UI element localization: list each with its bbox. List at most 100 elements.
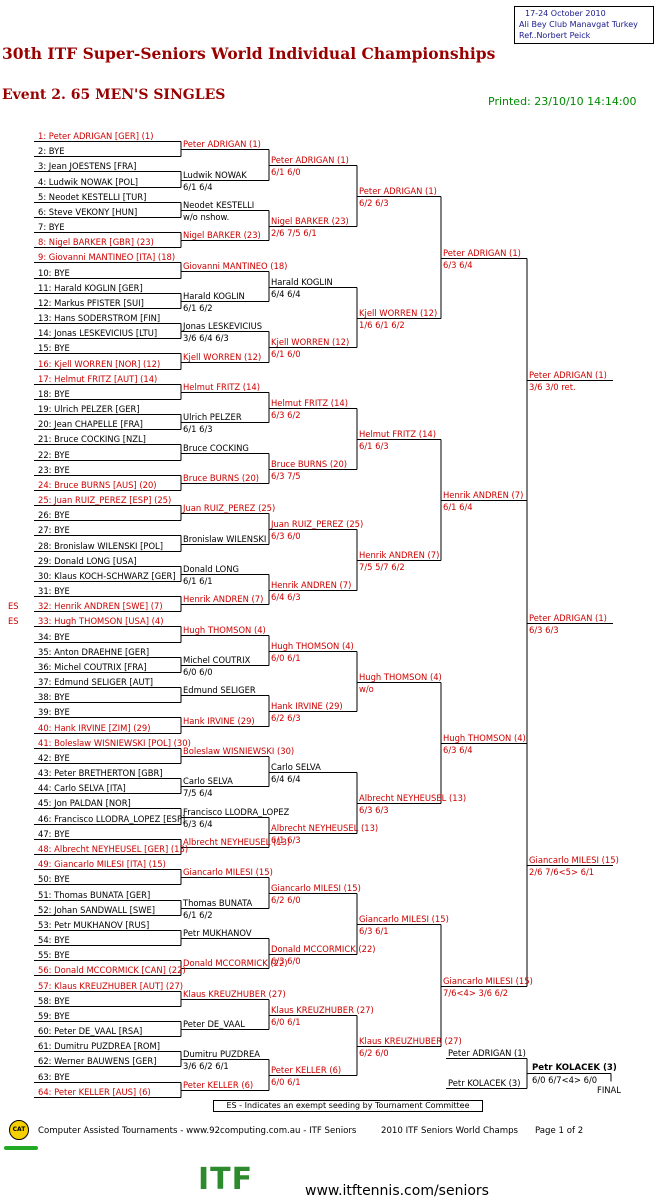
draw-entry: 20: Jean CHAPELLE [FRA]: [38, 418, 143, 429]
match-winner: Klaus KREUZHUBER (27): [359, 1035, 462, 1046]
match-score: w/o: [359, 683, 374, 694]
draw-entry: 13: Hans SODERSTROM [FIN]: [38, 312, 161, 323]
draw-entry: 58: BYE: [38, 995, 70, 1006]
match-winner: Peter ADRIGAN (1): [359, 185, 437, 196]
match-score: 6/2 6/0: [359, 1047, 389, 1058]
exempt-marker: ES: [8, 615, 19, 626]
match-score: 6/1 6/3: [359, 440, 389, 451]
draw-entry: 33: Hugh THOMSON [USA] (4): [38, 615, 164, 626]
match-winner: Helmut FRITZ (14): [271, 397, 349, 408]
draw-entry: 2: BYE: [38, 145, 65, 156]
match-score: 6/2 6/3: [359, 197, 389, 208]
champion-name: Petr KOLACEK (3): [532, 1063, 617, 1073]
draw-entry: 50: BYE: [38, 873, 70, 884]
match-winner: Hugh THOMSON (4): [359, 671, 442, 682]
match-winner: Ludwik NOWAK: [183, 169, 247, 180]
match-score: 6/2 6/0: [271, 894, 301, 905]
draw-entry: 6: Steve VEKONY [HUN]: [38, 206, 138, 217]
match-winner: Kjell WORREN (12): [271, 336, 350, 347]
match-winner: Hugh THOMSON (4): [443, 732, 526, 743]
match-score: 6/3 6/3: [529, 624, 559, 635]
draw-entry: 15: BYE: [38, 342, 70, 353]
match-winner: Hank IRVINE (29): [183, 715, 255, 726]
match-winner: Dumitru PUZDREA: [183, 1048, 260, 1059]
exempt-marker: ES: [8, 600, 19, 611]
match-winner: Helmut FRITZ (14): [359, 428, 437, 439]
match-score: 6/1 6/3: [183, 423, 213, 434]
match-winner: Ulrich PELZER: [183, 411, 242, 422]
draw-entry: 19: Ulrich PELZER [GER]: [38, 403, 140, 414]
match-winner: Carlo SELVA: [271, 761, 321, 772]
match-winner: Juan RUIZ_PEREZ (25): [271, 518, 364, 529]
draw-entry: 32: Henrik ANDREN [SWE] (7): [38, 600, 163, 611]
match-winner: Giancarlo MILESI (15): [443, 975, 533, 986]
match-winner: Petr MUKHANOV: [183, 927, 252, 938]
match-score: 2/6 7/6<5> 6/1: [529, 866, 595, 877]
match-winner: Giovanni MANTINEO (18): [183, 260, 288, 271]
footer-event: 2010 ITF Seniors World Champs: [381, 1126, 519, 1136]
match-winner: Kjell WORREN (12): [359, 307, 438, 318]
draw-entry: 30: Klaus KOCH-SCHWARZ [GER]: [38, 570, 176, 581]
match-score: 6/3 6/1: [359, 925, 389, 936]
match-score: 6/0 6/0: [183, 666, 213, 677]
match-winner: Peter KELLER (6): [271, 1064, 342, 1075]
match-score: 1/6 6/1 6/2: [359, 319, 405, 330]
page-title: 30th ITF Super-Seniors World Individual …: [2, 44, 496, 63]
match-winner: Harald KOGLIN: [271, 276, 333, 287]
draw-entry: 22: BYE: [38, 449, 70, 460]
match-winner: Peter ADRIGAN (1): [529, 612, 607, 623]
draw-entry: 39: BYE: [38, 706, 70, 717]
match-score: 6/3 6/0: [271, 955, 301, 966]
match-winner: Jonas LESKEVICIUS: [183, 320, 263, 331]
cat-logo-icon: CAT: [9, 1120, 29, 1140]
draw-entry: 37: Edmund SELIGER [AUT]: [38, 676, 154, 687]
final-bottom-player: Petr KOLACEK (3): [448, 1077, 521, 1088]
draw-entry: 25: Juan RUIZ_PEREZ [ESP] (25): [38, 494, 172, 505]
draw-entry: 12: Markus PFISTER [SUI]: [38, 297, 144, 308]
match-winner: Bruce BURNS (20): [183, 472, 260, 483]
match-winner: Edmund SELIGER: [183, 684, 256, 695]
draw-entry: 63: BYE: [38, 1071, 70, 1082]
match-winner: Peter ADRIGAN (1): [183, 138, 261, 149]
venue-box: 17-24 October 2010 Ali Bey Club Manavgat…: [514, 6, 654, 44]
match-winner: Kjell WORREN (12): [183, 351, 262, 362]
draw-entry: 8: Nigel BARKER [GBR] (23): [38, 236, 154, 247]
draw-entry: 36: Michel COUTRIX [FRA]: [38, 661, 147, 672]
draw-entry: 24: Bruce BURNS [AUS] (20): [38, 479, 157, 490]
match-winner: Harald KOGLIN: [183, 290, 245, 301]
match-winner: Thomas BUNATA: [183, 897, 253, 908]
itf-url: www.itftennis.com/seniors: [305, 1183, 489, 1199]
draw-entry: 16: Kjell WORREN [NOR] (12): [38, 358, 161, 369]
match-winner: Nigel BARKER (23): [183, 229, 261, 240]
match-score: 6/1 6/2: [183, 302, 213, 313]
draw-entry: 5: Neodet KESTELLI [TUR]: [38, 191, 147, 202]
match-winner: Michel COUTRIX: [183, 654, 251, 665]
draw-entry: 56: Donald MCCORMICK [CAN] (22): [38, 964, 186, 975]
match-score: 6/1 6/2: [183, 909, 213, 920]
match-score: 6/1 6/1: [183, 575, 213, 586]
match-score: 6/1 6/4: [443, 501, 473, 512]
match-winner: Peter ADRIGAN (1): [529, 369, 607, 380]
draw-entry: 48: Albrecht NEYHEUSEL [GER] (13): [38, 843, 189, 854]
match-winner: Carlo SELVA: [183, 775, 233, 786]
printed-timestamp: Printed: 23/10/10 14:14:00: [488, 95, 637, 108]
draw-entry: 9: Giovanni MANTINEO [ITA] (18): [38, 251, 176, 262]
draw-entry: 14: Jonas LESKEVICIUS [LTU]: [38, 327, 158, 338]
match-winner: Klaus KREUZHUBER (27): [183, 988, 286, 999]
match-winner: Peter KELLER (6): [183, 1079, 254, 1090]
match-score: 6/3 6/3: [359, 804, 389, 815]
draw-entry: 61: Dumitru PUZDREA [ROM]: [38, 1040, 160, 1051]
match-winner: Donald MCCORMICK (22): [183, 957, 288, 968]
match-winner: Helmut FRITZ (14): [183, 381, 261, 392]
champion-score: 6/0 6/7<4> 6/0: [532, 1074, 598, 1085]
match-winner: Giancarlo MILESI (15): [271, 882, 361, 893]
draw-entry: 3: Jean JOESTENS [FRA]: [38, 160, 137, 171]
footer-page: Page 1 of 2: [535, 1126, 584, 1136]
match-winner: Hugh THOMSON (4): [271, 640, 354, 651]
event-title: Event 2. 65 MEN'S SINGLES: [2, 87, 226, 103]
draw-entry: 54: BYE: [38, 934, 70, 945]
match-winner: Giancarlo MILESI (15): [529, 854, 619, 865]
match-score: 6/1 6/4: [183, 181, 213, 192]
match-score: w/o nshow.: [183, 211, 230, 222]
